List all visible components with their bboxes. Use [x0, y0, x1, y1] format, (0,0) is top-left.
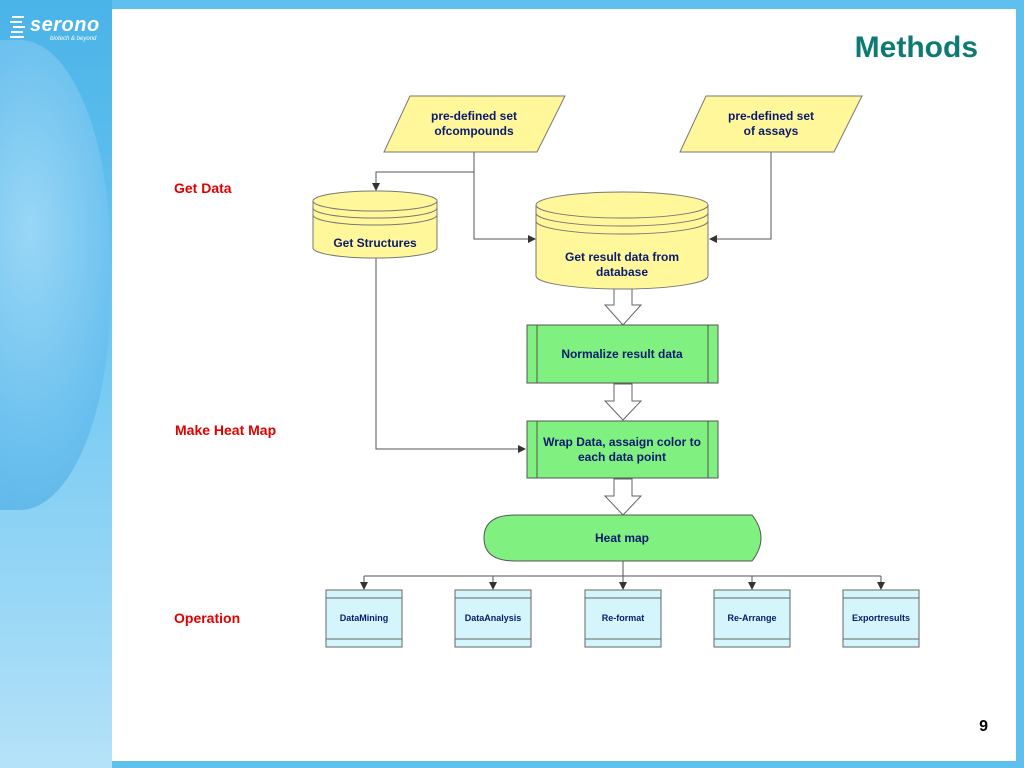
assays-line-1: pre-defined set	[728, 109, 814, 123]
database-line-1: Get result data from	[565, 250, 679, 264]
node-normalize: Normalize result data	[526, 324, 719, 384]
block-arrow-normalize-to-wrap	[603, 383, 643, 421]
database-line-2: database	[596, 265, 648, 279]
serono-logo-mark-icon	[10, 16, 25, 38]
operation-exportresults: Exportresults	[842, 589, 920, 648]
heat-map-label: Heat map	[595, 531, 649, 545]
operation-rearrange: Re-Arrange	[713, 589, 791, 648]
operation-reformat-label: Re-format	[602, 613, 645, 623]
node-predefined-compounds: pre-defined set ofcompounds	[383, 95, 566, 153]
section-label-get-data: Get Data	[174, 180, 232, 196]
node-predefined-assays: pre-defined set of assays	[679, 95, 863, 153]
wrap-line-1: Wrap Data, assaign color to	[543, 435, 701, 449]
decorative-photo-panel: serono biotech & beyond	[0, 0, 112, 768]
operation-dataanalysis-label: DataAnalysis	[465, 613, 522, 623]
block-arrow-wrap-to-heatmap	[603, 478, 643, 516]
assays-line-2: of assays	[744, 124, 799, 138]
operation-rearrange-label: Re-Arrange	[727, 613, 776, 623]
wrap-line-2: each data point	[578, 450, 666, 464]
logo-tagline: biotech & beyond	[50, 36, 97, 42]
operation-reformat: Re-format	[584, 589, 662, 648]
operation-dataanalysis: DataAnalysis	[454, 589, 532, 648]
connector-assays-to-database	[709, 152, 772, 243]
node-result-database: Get result data from database	[535, 191, 709, 290]
section-label-operation: Operation	[174, 610, 241, 626]
connector-compounds-to-database	[473, 152, 536, 243]
operation-datamining-label: DataMining	[340, 613, 389, 623]
operation-exportresults-label: Exportresults	[852, 613, 910, 623]
node-heat-map: Heat map	[483, 514, 762, 562]
slide-title: Methods	[854, 31, 978, 64]
node-get-structures: Get Structures	[312, 190, 438, 259]
logo-name: serono	[30, 14, 100, 36]
connector-lines	[360, 152, 885, 590]
compounds-line-2: ofcompounds	[434, 124, 514, 138]
get-structures-label: Get Structures	[333, 236, 417, 250]
connector-compounds-to-structures	[372, 152, 475, 191]
operation-datamining: DataMining	[325, 589, 403, 648]
page-number: 9	[979, 718, 988, 735]
section-label-make-heat-map: Make Heat Map	[175, 422, 277, 438]
compounds-line-1: pre-defined set	[431, 109, 517, 123]
normalize-label: Normalize result data	[561, 347, 683, 361]
connector-structures-to-wrap	[375, 258, 526, 453]
node-wrap-data: Wrap Data, assaign color to each data po…	[526, 420, 719, 479]
block-arrow-database-to-normalize	[603, 288, 643, 326]
